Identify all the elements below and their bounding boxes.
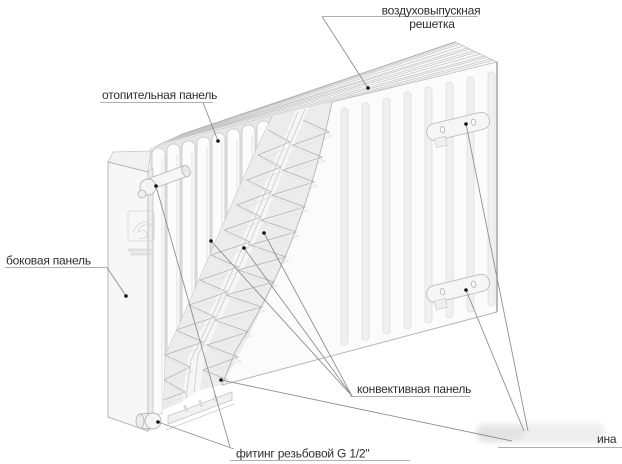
back-panel-face [221, 61, 498, 386]
bottom-rail [165, 391, 235, 431]
leader-dots [124, 86, 468, 424]
label-convective-panel: конвективная панель [357, 382, 471, 396]
label-watermark-remnant: ина [597, 432, 617, 446]
leader-lines [106, 16, 529, 450]
label-air-grille-line2: решетка [409, 17, 455, 31]
side-panel [107, 150, 155, 432]
brand-logo-watermark [127, 210, 155, 256]
blurred-watermark [476, 423, 606, 443]
mounting-bracket-bottom [426, 273, 491, 311]
label-side-panel: боковая панель [6, 254, 91, 268]
convector-fins-cutaway [162, 101, 334, 411]
label-air-grille-line1: воздуховыпускная [382, 4, 481, 18]
label-underlines [5, 16, 622, 461]
label-fitting: фитинг резьбовой G 1/2" [236, 447, 369, 461]
label-heating-panel: отопительная панель [102, 88, 217, 102]
threaded-fitting-bottom [135, 412, 162, 430]
mounting-bracket-top [426, 111, 491, 149]
